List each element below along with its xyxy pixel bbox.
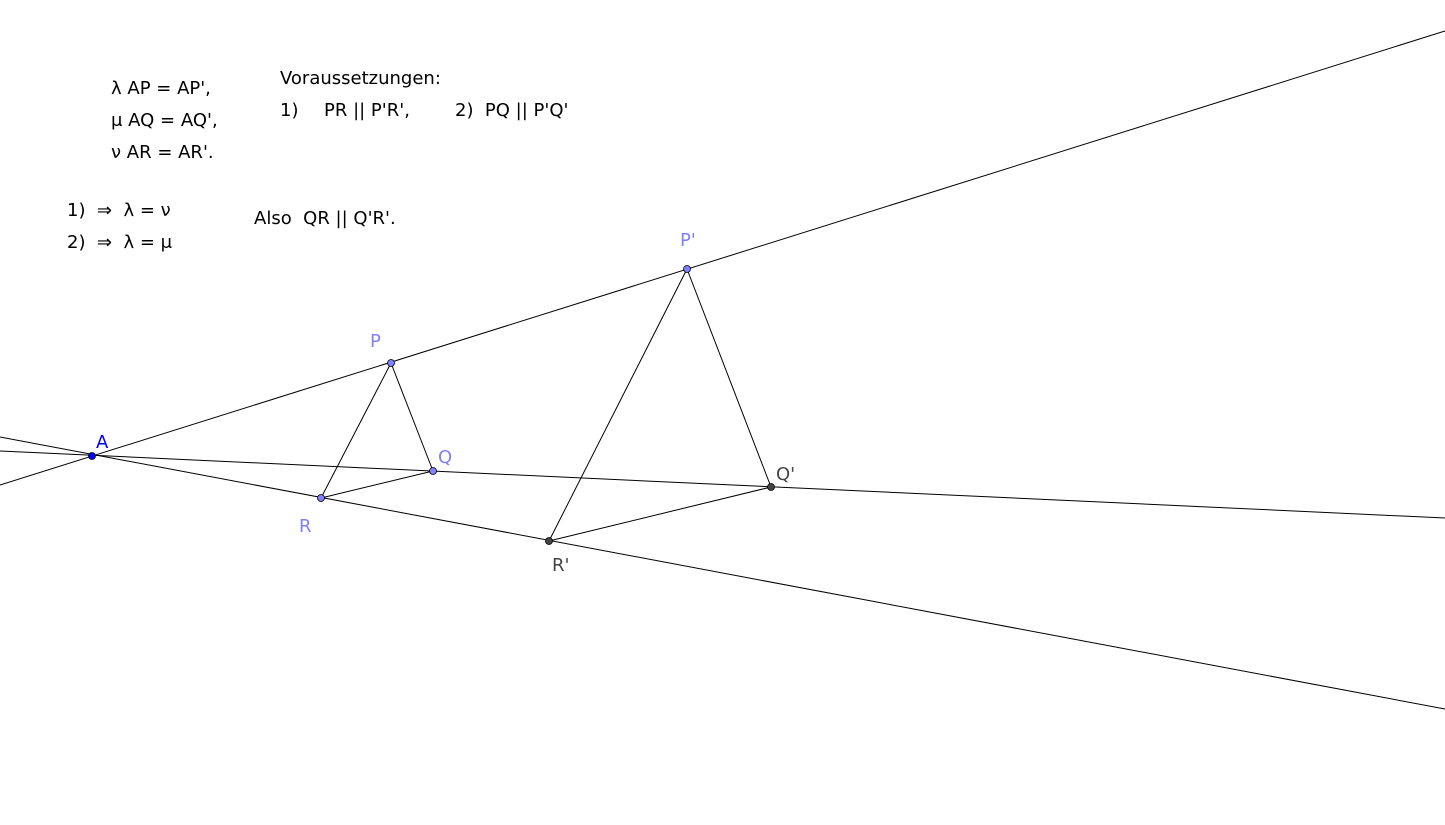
segment-PQ bbox=[390, 362, 434, 472]
point-P[interactable] bbox=[387, 359, 395, 367]
ratio-nu-text: ν AR = AR'. bbox=[111, 142, 214, 163]
point-R-prime[interactable] bbox=[545, 537, 553, 545]
label-P: P bbox=[370, 331, 381, 352]
ray-AP bbox=[0, 30, 1445, 486]
segment-QR bbox=[320, 470, 434, 499]
ray-AQ bbox=[0, 450, 1445, 519]
point-R[interactable] bbox=[317, 494, 325, 502]
implication-1-text: 1) ⇒ λ = ν bbox=[67, 200, 171, 221]
implication-2-text: 2) ⇒ λ = μ bbox=[67, 232, 173, 253]
label-A: A bbox=[96, 432, 109, 453]
ratio-mu-text: μ AQ = AQ', bbox=[111, 110, 218, 131]
premise-2-text: 2) PQ || P'Q' bbox=[455, 100, 569, 121]
label-Q: Q bbox=[438, 447, 452, 468]
label-Q-prime: Q' bbox=[776, 464, 795, 485]
point-Q-prime[interactable] bbox=[767, 483, 775, 491]
premise-1-text: PR || P'R', bbox=[324, 100, 410, 121]
point-A[interactable] bbox=[88, 452, 96, 460]
segment-QprimeRprime bbox=[548, 486, 772, 542]
premises-title: Voraussetzungen: bbox=[280, 68, 441, 89]
ray-AR bbox=[0, 436, 1445, 710]
label-R-prime: R' bbox=[552, 555, 569, 576]
point-P-prime[interactable] bbox=[683, 265, 691, 273]
point-Q[interactable] bbox=[429, 467, 437, 475]
label-R: R bbox=[299, 516, 312, 537]
segment-PprimeQprime bbox=[686, 268, 772, 488]
ratio-lambda-text: λ AP = AP', bbox=[111, 78, 211, 99]
premise-1-number: 1) bbox=[280, 100, 299, 121]
label-P-prime: P' bbox=[680, 230, 696, 251]
segment-PprimeRprime bbox=[548, 268, 688, 542]
segment-PR bbox=[320, 362, 392, 499]
conclusion-text: Also QR || Q'R'. bbox=[254, 208, 396, 229]
